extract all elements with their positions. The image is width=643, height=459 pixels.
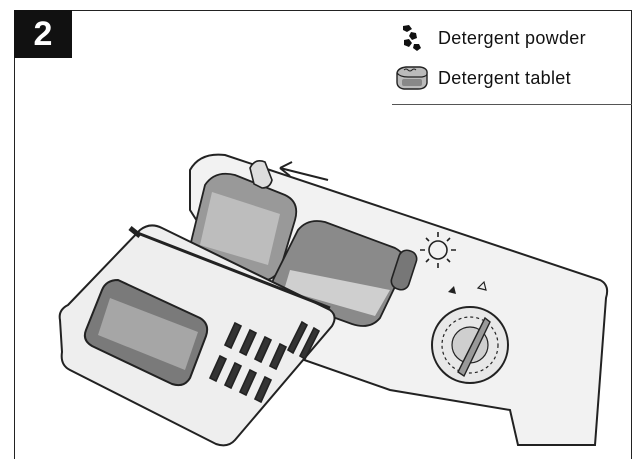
legend-label-powder: Detergent powder (438, 27, 586, 48)
detergent-dispenser-illustration (40, 140, 610, 455)
detergent-powder-icon (392, 22, 432, 54)
legend-item-powder: Detergent powder (392, 18, 632, 58)
legend-item-tablet: Detergent tablet (392, 58, 632, 98)
legend-divider (392, 104, 632, 105)
detergent-tablet-icon (392, 62, 432, 94)
step-number: 2 (33, 14, 53, 53)
step-number-badge: 2 (14, 10, 72, 58)
legend: Detergent powder Detergent tablet (392, 18, 632, 105)
legend-label-tablet: Detergent tablet (438, 67, 571, 88)
instruction-frame (14, 10, 632, 459)
